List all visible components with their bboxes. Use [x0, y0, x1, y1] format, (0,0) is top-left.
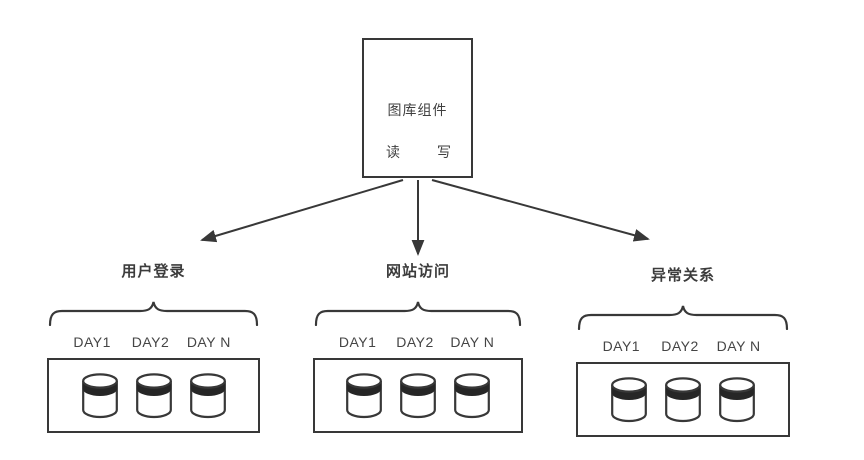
- storage-box-site-visits: [313, 358, 523, 433]
- group-user-login: 用户登录 DAY1 DAY2 DAY N: [47, 262, 260, 433]
- group-site-visits: 网站访问 DAY1 DAY2 DAY N: [313, 262, 523, 433]
- database-icon: [611, 377, 647, 423]
- database-icon: [665, 377, 701, 423]
- database-icon: [454, 373, 490, 419]
- database-icon: [346, 373, 382, 419]
- group-site-visits-title: 网站访问: [385, 263, 450, 280]
- database-icon: [135, 373, 172, 419]
- database-icon: [719, 377, 755, 423]
- day-label: DAY2: [396, 334, 434, 350]
- day-label: DAY1: [73, 334, 111, 350]
- day-labels-row: DAY1 DAY2 DAY N: [47, 334, 260, 352]
- read-label: 读: [386, 144, 400, 160]
- day-labels-row: DAY1 DAY2 DAY N: [313, 334, 523, 352]
- gallery-component-box: 图库组件 读 写: [362, 38, 473, 178]
- day-label: DAY N: [186, 334, 231, 350]
- day-label: DAY N: [450, 334, 495, 350]
- database-icon: [81, 373, 118, 419]
- gallery-component-title: 图库组件: [387, 102, 448, 118]
- group-anomaly-relations: 异常关系 DAY1 DAY2 DAY N: [576, 266, 790, 437]
- read-write-row: 读 写: [386, 142, 451, 162]
- brace-icon: [48, 301, 259, 326]
- write-label: 写: [437, 144, 451, 160]
- day-label: DAY N: [716, 338, 761, 354]
- arrow-to-user-login-icon: [200, 179, 404, 243]
- day-label: DAY1: [338, 334, 377, 350]
- day-label: DAY2: [131, 334, 170, 350]
- group-anomaly-relations-title: 异常关系: [650, 267, 715, 284]
- storage-box-anomaly-relations: [576, 362, 790, 437]
- arrow-to-anomaly-relations-icon: [431, 179, 650, 242]
- day-labels-row: DAY1 DAY2 DAY N: [576, 338, 790, 356]
- brace-icon: [314, 301, 522, 326]
- day-label: DAY2: [661, 338, 699, 354]
- group-user-login-title: 用户登录: [121, 263, 186, 280]
- brace-icon: [577, 305, 789, 330]
- day-label: DAY1: [602, 338, 641, 354]
- database-icon: [400, 373, 436, 419]
- database-icon: [189, 373, 226, 419]
- storage-box-user-login: [47, 358, 260, 433]
